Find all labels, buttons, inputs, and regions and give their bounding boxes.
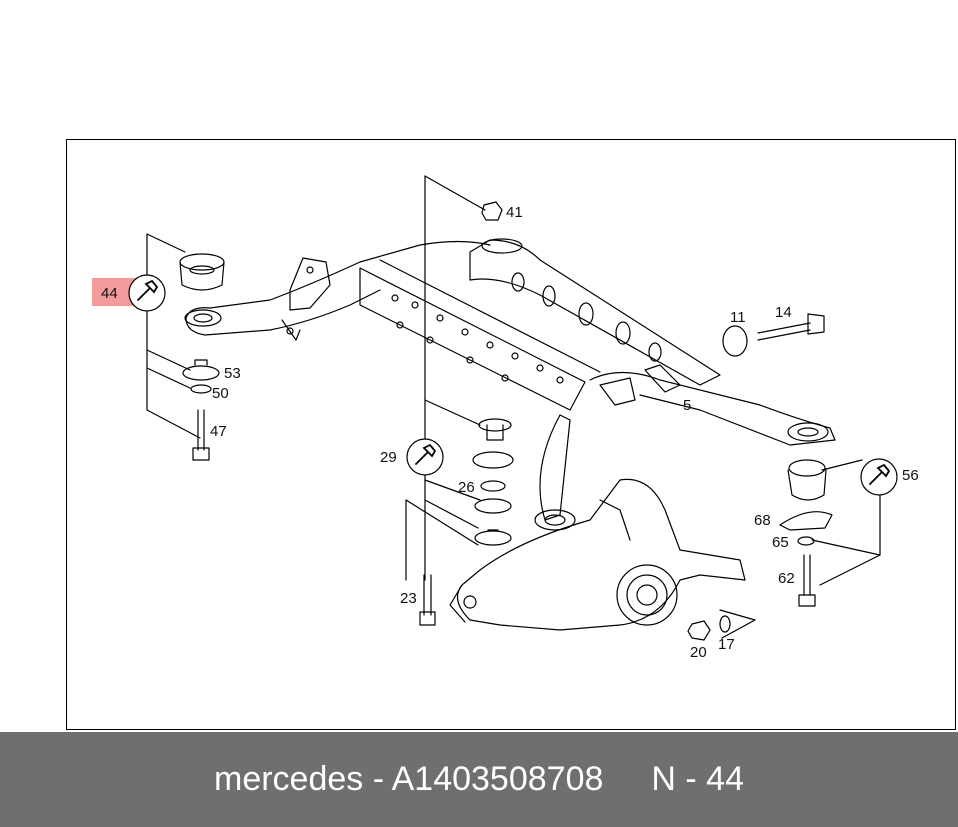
subframe-right-arm xyxy=(589,371,836,446)
crossbeam xyxy=(359,267,586,411)
caption-banner: mercedes - A1403508708 N - 44 xyxy=(0,732,958,827)
callout-47: 47 xyxy=(210,423,227,440)
differential-housing xyxy=(456,478,746,631)
mount-53 xyxy=(182,365,220,381)
callout-11: 11 xyxy=(730,309,746,326)
callout-44: 44 xyxy=(101,285,118,302)
callout-62: 62 xyxy=(778,570,795,587)
bracket-44 xyxy=(146,233,201,439)
bracket-56 xyxy=(819,494,881,586)
center-strut xyxy=(539,414,571,521)
subframe-left-arm xyxy=(185,240,491,319)
wrench-icon-29 xyxy=(406,438,444,476)
callout-41: 41 xyxy=(506,204,523,221)
nut-41 xyxy=(481,201,503,221)
callout-68: 68 xyxy=(754,512,771,529)
plate-68 xyxy=(779,511,833,531)
wrench-icon-56 xyxy=(860,458,898,496)
wrench-icon-44 xyxy=(128,274,166,312)
callout-56: 56 xyxy=(902,467,919,484)
callout-17: 17 xyxy=(718,636,735,653)
callout-50: 50 xyxy=(212,385,229,402)
callout-26: 26 xyxy=(458,479,475,496)
washer-17 xyxy=(719,615,731,633)
diagram-frame xyxy=(66,139,956,730)
bolt-62 xyxy=(798,594,816,607)
subframe-upper xyxy=(469,239,721,386)
nut-20 xyxy=(687,620,711,641)
bushing-11 xyxy=(722,325,748,357)
bolt-23 xyxy=(419,611,436,626)
washer-65 xyxy=(797,536,815,546)
callout-65: 65 xyxy=(772,534,789,551)
brand-part-number: mercedes - A1403508708 xyxy=(214,760,604,798)
washer-50 xyxy=(190,384,212,394)
caption-text: mercedes - A1403508708 N - 44 xyxy=(0,732,958,827)
callout-5: 5 xyxy=(683,397,692,414)
callout-29: 29 xyxy=(380,449,397,466)
position-number: N - 44 xyxy=(651,760,744,798)
callout-20: 20 xyxy=(690,644,707,661)
callout-23: 23 xyxy=(400,590,417,607)
callout-53: 53 xyxy=(224,365,241,382)
bolt-14 xyxy=(807,313,825,335)
callout-14: 14 xyxy=(775,304,792,321)
bolt-47 xyxy=(192,447,210,461)
